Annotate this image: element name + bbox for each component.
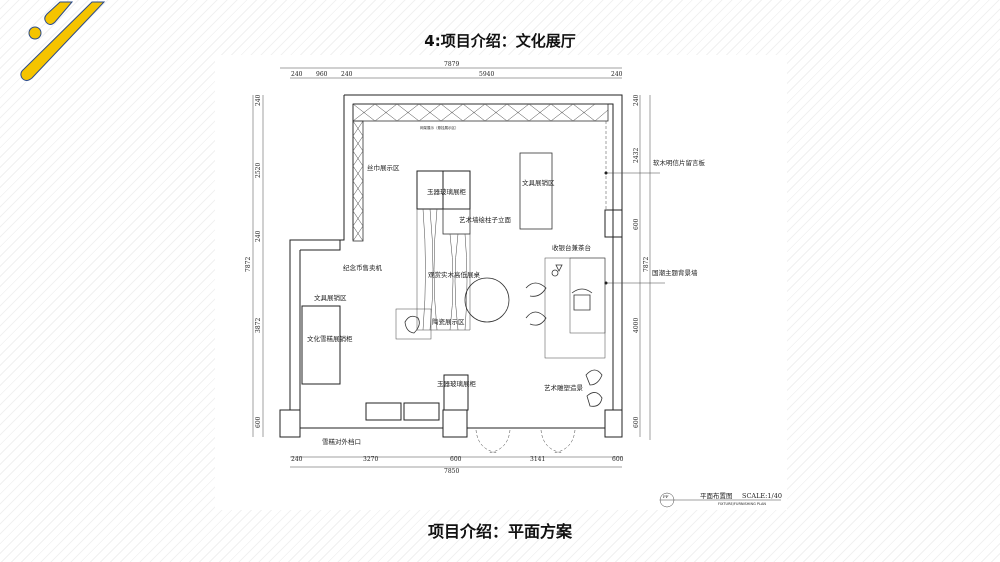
dim-bottom-b: 3270 (363, 456, 378, 463)
label-stationery-right: 文具展销区 (522, 178, 555, 187)
dim-bottom-e: 600 (612, 456, 624, 463)
dim-top-a: 240 (291, 71, 303, 78)
title-block-name: 平面布置图 (700, 491, 733, 500)
dim-top-b: 960 (316, 71, 328, 78)
dimension-lines (252, 67, 651, 468)
dim-left-d: 3872 (255, 318, 262, 333)
dim-bottom-a: 240 (291, 456, 303, 463)
label-cork-board: 软木明信片留言板 (653, 158, 706, 167)
dim-left-a: 240 (255, 94, 262, 106)
dim-top-total: 7879 (444, 61, 459, 68)
dim-right-total: 7872 (643, 257, 650, 272)
slide-caption: 项目介绍：平面方案 (427, 522, 572, 541)
dim-bottom-d: 3141 (530, 456, 545, 463)
label-icecream-cabinet: 文化雪糕展销柜 (307, 334, 353, 343)
label-art-pillar: 艺术墙绘柱子立面 (459, 215, 512, 224)
label-scarf-area: 丝巾展示区 (367, 163, 400, 172)
label-jade-cabinet-bottom: 玉器玻璃展柜 (437, 379, 477, 388)
dim-left-total: 7872 (245, 257, 252, 272)
label-sculpture: 艺术雕塑造景 (544, 383, 584, 392)
label-truss-note: 网架展示（悬挂展示区） (420, 125, 459, 130)
title-block: FF 平面布置图 SCALE:1/40 FIXTURE/FURNISHING P… (659, 491, 782, 508)
label-icecream-window: 雪糕对外档口 (322, 437, 361, 446)
dim-right-a: 240 (633, 94, 640, 106)
dim-left-b: 2520 (255, 163, 262, 178)
furniture (301, 152, 665, 454)
label-coin-machine: 纪念币售卖机 (343, 263, 383, 272)
plan-labels: 网架展示（悬挂展示区） 丝巾展示区 玉器玻璃展柜 文具展销区 艺术墙绘柱子立面 … (307, 125, 706, 446)
dim-top-d: 5940 (479, 71, 494, 78)
slide-title: 4:项目介绍：文化展厅 (424, 32, 576, 50)
dim-left-e: 600 (255, 416, 262, 428)
title-block-subtitle: FIXTURE/FURNISHING PLAN (718, 502, 766, 506)
label-stationery-left: 文具展销区 (314, 293, 347, 302)
drawing-panel (215, 55, 787, 510)
logo-stripes-icon (20, 1, 106, 81)
label-feature-wall: 国潮主题背景墙 (652, 268, 698, 277)
dim-right-e: 600 (633, 416, 640, 428)
dim-right-c: 600 (633, 218, 640, 230)
dim-right-d: 4000 (633, 318, 640, 333)
dim-bottom-total: 7850 (444, 468, 459, 475)
truss-rail (352, 103, 609, 242)
label-wood-table: 观赏实木高低展桌 (428, 270, 481, 279)
label-ceramic: 陶瓷展示区 (432, 317, 465, 326)
dim-left-c: 240 (255, 230, 262, 242)
dim-bottom-c: 600 (450, 456, 462, 463)
label-cashier: 收银台兼茶台 (552, 243, 591, 252)
title-block-symbol: FF (663, 494, 669, 499)
dim-top-c: 240 (341, 71, 353, 78)
label-jade-cabinet-top: 玉器玻璃展柜 (427, 187, 467, 196)
dim-top-e: 240 (611, 71, 623, 78)
dimension-texts: 7879 240 960 240 5940 240 240 3270 600 3… (245, 61, 650, 475)
title-block-scale: SCALE:1/40 (742, 492, 782, 500)
dim-right-b: 2432 (633, 148, 640, 163)
